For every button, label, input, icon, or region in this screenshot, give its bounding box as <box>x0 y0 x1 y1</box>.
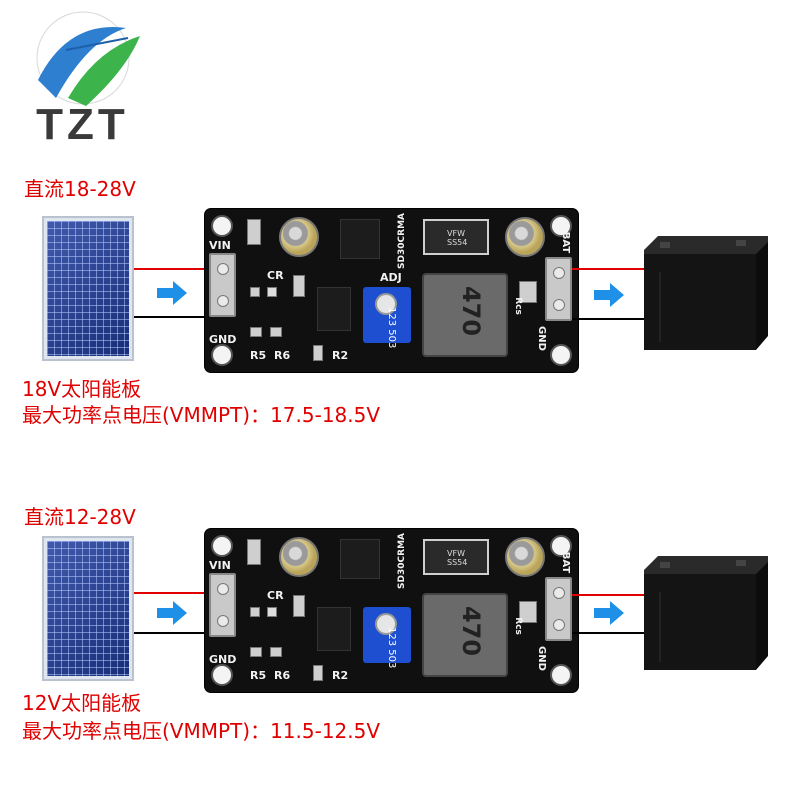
input-voltage-label-2: 直流12-28V <box>24 505 136 529</box>
tzt-logo <box>36 11 140 106</box>
battery-1 <box>644 236 768 350</box>
arrow-right-icon <box>594 601 624 625</box>
bat-terminal <box>545 577 572 641</box>
adjust-potentiometer: 123 503 <box>363 287 411 348</box>
input-voltage-label-1: 直流18-28V <box>24 177 136 201</box>
adjust-potentiometer: 123 503 <box>363 607 411 668</box>
arrow-right-icon <box>157 601 187 625</box>
wire-positive-in-1 <box>134 268 224 270</box>
panel-type-label-1: 18V太阳能板 <box>22 377 142 401</box>
battery-2 <box>644 556 768 670</box>
vin-terminal <box>209 253 236 317</box>
wire-positive-out-2 <box>572 594 652 596</box>
arrow-right-icon <box>594 283 624 307</box>
wire-negative-in-2 <box>134 632 224 634</box>
mppt-board-2: VIN GND SD30CRMA VFW SS54 BAT CR 123 503… <box>205 529 578 692</box>
vin-terminal <box>209 573 236 637</box>
bat-terminal <box>545 257 572 321</box>
panel-type-label-2: 12V太阳能板 <box>22 691 142 715</box>
inductor: 470 <box>422 273 508 357</box>
mppt-voltage-label-1: 最大功率点电压(VMMPT)：17.5-18.5V <box>22 403 381 427</box>
mppt-voltage-label-2: 最大功率点电压(VMMPT)：11.5-12.5V <box>22 719 381 743</box>
logo-text: TZT <box>36 100 129 149</box>
wire-positive-in-2 <box>134 592 224 594</box>
solar-panel-1 <box>42 216 134 361</box>
wire-negative-in-1 <box>134 316 224 318</box>
wire-positive-out-1 <box>572 268 652 270</box>
wire-negative-out-2 <box>572 632 652 634</box>
arrow-right-icon <box>157 281 187 305</box>
wire-negative-out-1 <box>572 318 652 320</box>
mppt-board-1: VIN GND SD30CRMA VFW SS54 BAT CR ADJ 123… <box>205 209 578 372</box>
inductor: 470 <box>422 593 508 677</box>
solar-panel-2 <box>42 536 134 681</box>
